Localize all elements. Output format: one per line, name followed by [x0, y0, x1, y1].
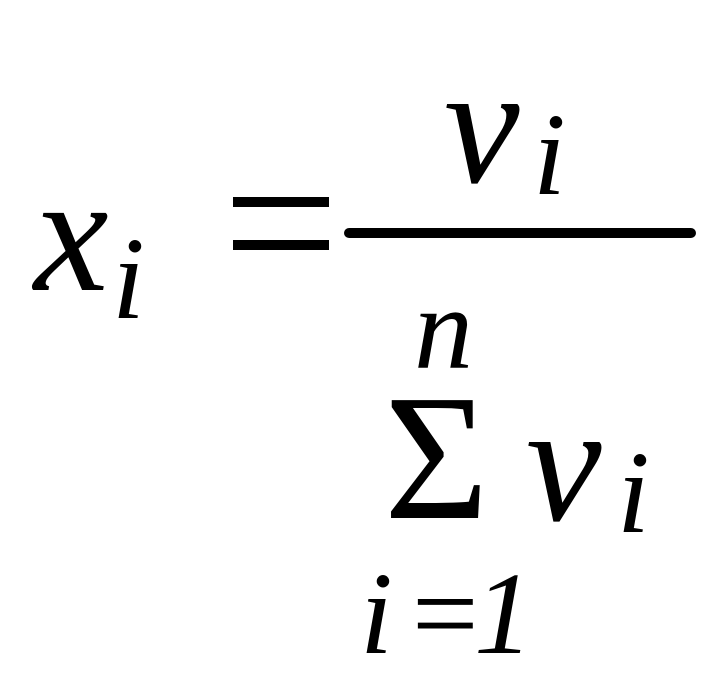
- denominator-variable-nu: ν: [526, 369, 602, 557]
- sum-lower-limit-index: i: [360, 548, 393, 679]
- equals-sign-top-bar: [233, 197, 329, 207]
- fraction-bar: [344, 228, 696, 238]
- numerator-subscript-i: i: [533, 89, 566, 220]
- sum-upper-limit-n: n: [414, 263, 473, 394]
- lhs-variable-x: x: [34, 141, 109, 327]
- denominator-subscript-i: i: [617, 427, 650, 558]
- numerator-variable-nu: ν: [444, 31, 520, 219]
- summation-sigma: Σ: [384, 358, 489, 557]
- sum-lower-limit-equals: =: [412, 548, 479, 679]
- sum-lower-limit-value: 1: [474, 548, 533, 679]
- lhs-subscript-i: i: [112, 213, 145, 344]
- equals-sign-bottom-bar: [233, 240, 329, 250]
